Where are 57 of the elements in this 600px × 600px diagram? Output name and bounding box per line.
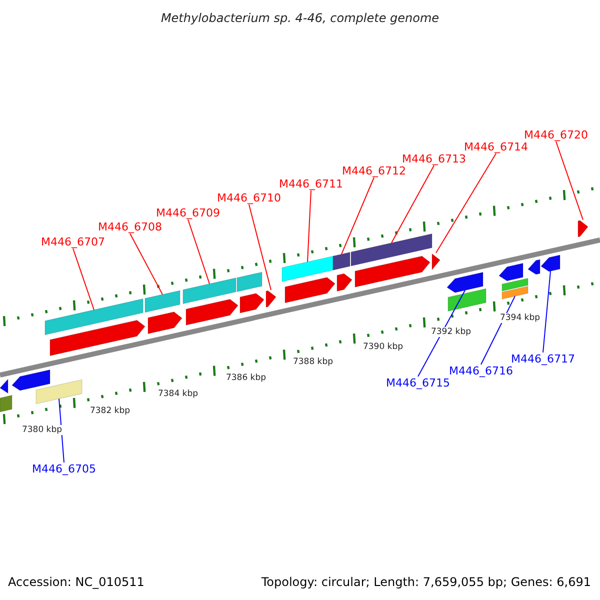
tick-label: 7392 kbp: [430, 327, 472, 337]
gene-block: [578, 220, 588, 238]
footer-text: Topology: circular; Length: 7,659,055 bp; Genes: 6,691: [261, 575, 591, 589]
gene-label: M446_6707: [41, 236, 105, 248]
gene-label: M446_6713: [402, 152, 466, 166]
gene-block: [36, 379, 82, 404]
gene-block: [502, 286, 528, 300]
tick-label: 7386 kbp: [224, 373, 268, 383]
gene-block: [498, 262, 524, 282]
gene-label: M446_6709: [156, 206, 220, 220]
leader-line: [130, 233, 163, 295]
gene-block: [148, 312, 182, 334]
gene-block: [0, 394, 12, 412]
leader-line: [72, 248, 94, 310]
gene-label: M446_6720: [524, 128, 588, 142]
tick-label: 7380 kbp: [20, 425, 64, 435]
gene-block: [350, 233, 432, 266]
gene-block: [44, 298, 144, 336]
gene-label: M446_6712: [342, 164, 406, 178]
gene-block: [282, 256, 334, 282]
leader-line: [341, 177, 374, 255]
gene-label: M446_6710: [217, 192, 281, 204]
gene-block: [336, 273, 352, 292]
leader-line: [542, 270, 551, 353]
leader-line: [556, 141, 584, 220]
gene-block: [502, 278, 528, 292]
gene-label: M446_6705: [32, 462, 96, 476]
tick-label: 7382 kbp: [88, 406, 132, 416]
gene-block: [144, 290, 180, 313]
leader-line: [418, 290, 466, 377]
leader-line: [248, 204, 272, 291]
gene-label: M446_6715: [386, 376, 450, 390]
gene-label: M446_6717: [511, 352, 575, 366]
tick-label: 7390 kbp: [362, 342, 404, 352]
gene-block: [446, 272, 484, 293]
gene-block: [0, 378, 8, 394]
gene-label: M446_6714: [464, 140, 528, 154]
gene-block: [448, 288, 486, 312]
gene-label: M446_6708: [98, 220, 162, 234]
leader-line: [188, 219, 210, 284]
gene-label: M446_6716: [449, 364, 513, 378]
gene-block: [12, 369, 50, 391]
title: Methylobacterium sp. 4-46, complete genome: [160, 11, 440, 25]
leader-line: [480, 296, 516, 365]
gene-block: [354, 256, 430, 288]
leader-line: [307, 190, 312, 262]
gene-block: [528, 259, 540, 275]
gene-label: M446_6711: [279, 178, 343, 190]
gene-block: [332, 252, 350, 270]
tick-label: 7394 kbp: [498, 313, 542, 323]
tick-label: 7388 kbp: [292, 357, 334, 367]
tick-label: 7384 kbp: [156, 389, 200, 399]
leader-line: [391, 165, 434, 244]
gene-block: [50, 320, 146, 356]
gene-block: [236, 272, 262, 292]
gene-block: [540, 254, 560, 272]
footer-text: Accession: NC_010511: [8, 575, 144, 589]
